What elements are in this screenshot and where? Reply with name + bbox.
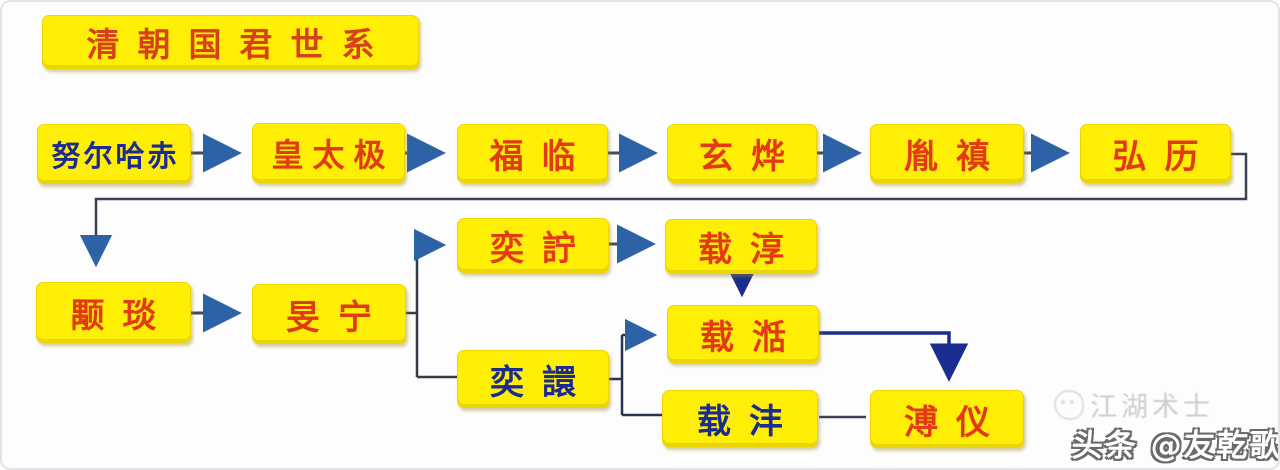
node-yizhu[interactable]: 奕詝 bbox=[457, 218, 609, 273]
node-label: 奕譞 bbox=[490, 362, 594, 403]
node-puyi[interactable]: 溥仪 bbox=[870, 390, 1024, 448]
diagram-title-text: 清朝国君世系 bbox=[86, 25, 393, 64]
diagram-title: 清朝国君世系 bbox=[42, 15, 419, 69]
node-fulin[interactable]: 福临 bbox=[457, 124, 608, 183]
node-yongyan[interactable]: 颙琰 bbox=[36, 282, 191, 343]
node-xuanye[interactable]: 玄烨 bbox=[667, 124, 817, 183]
node-label: 胤禛 bbox=[904, 137, 1008, 177]
faint-watermark: 江湖术士 bbox=[1054, 385, 1269, 424]
watermark-logo-icon bbox=[1054, 389, 1084, 420]
node-nurhaci[interactable]: 努尔哈赤 bbox=[37, 124, 191, 184]
node-huangtaiji[interactable]: 皇太极 bbox=[252, 123, 405, 183]
node-label: 努尔哈赤 bbox=[51, 139, 180, 173]
node-zaichun[interactable]: 载淳 bbox=[665, 219, 817, 274]
node-label: 福临 bbox=[489, 137, 594, 177]
node-label: 弘历 bbox=[1112, 137, 1217, 177]
node-label: 皇太极 bbox=[271, 136, 395, 174]
node-label: 玄烨 bbox=[699, 137, 803, 177]
faint-watermark-text: 江湖术士 bbox=[1090, 392, 1214, 423]
node-label: 旻宁 bbox=[286, 297, 390, 338]
arrow-zaitian-puyi bbox=[818, 331, 969, 382]
node-label: 载沣 bbox=[697, 402, 801, 442]
node-label: 溥仪 bbox=[904, 402, 1008, 443]
node-label: 载湉 bbox=[700, 317, 804, 358]
node-yixuan[interactable]: 奕譞 bbox=[457, 350, 609, 408]
node-minning[interactable]: 旻宁 bbox=[252, 284, 406, 344]
node-zaifeng[interactable]: 载沣 bbox=[662, 390, 818, 447]
wrap-line-hongli-yongyan bbox=[79, 152, 1248, 268]
node-label: 颙琰 bbox=[70, 296, 175, 336]
node-zaitian[interactable]: 载湉 bbox=[667, 305, 819, 363]
node-label: 奕詝 bbox=[490, 229, 594, 269]
toutiao-watermark: 头条 @友乾歌 bbox=[1070, 428, 1280, 464]
node-yinzhen[interactable]: 胤禛 bbox=[870, 124, 1024, 183]
node-hongli[interactable]: 弘历 bbox=[1080, 124, 1231, 183]
node-label: 载淳 bbox=[698, 230, 802, 270]
